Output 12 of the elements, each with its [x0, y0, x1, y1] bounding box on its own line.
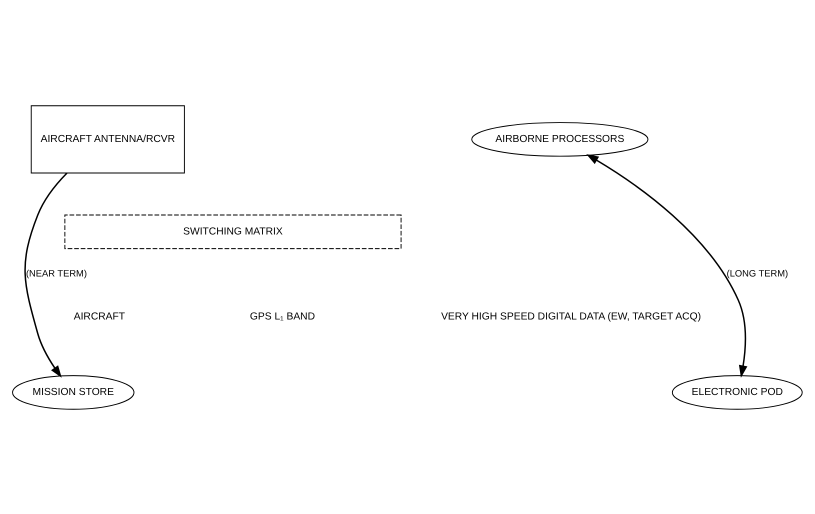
- node-ellipse: ELECTRONIC POD: [672, 374, 803, 410]
- label: GPS L₁ BAND: [250, 310, 316, 322]
- node-ellipse: AIRBORNE PROCESSORS: [471, 122, 648, 156]
- label: VERY HIGH SPEED DIGITAL DATA (EW, TARGET ACQ): [441, 310, 702, 322]
- edge-label: (NEAR TERM): [26, 268, 87, 278]
- node-ellipse: MISSION STORE: [12, 374, 134, 410]
- arrow: [24, 172, 68, 378]
- edge-label: (LONG TERM): [726, 268, 788, 278]
- arrow: [586, 154, 748, 378]
- node-box: SWITCHING MATRIX: [64, 214, 402, 249]
- node-box: AIRCRAFT ANTENNA/RCVR: [30, 104, 185, 173]
- label: AIRCRAFT: [74, 310, 126, 322]
